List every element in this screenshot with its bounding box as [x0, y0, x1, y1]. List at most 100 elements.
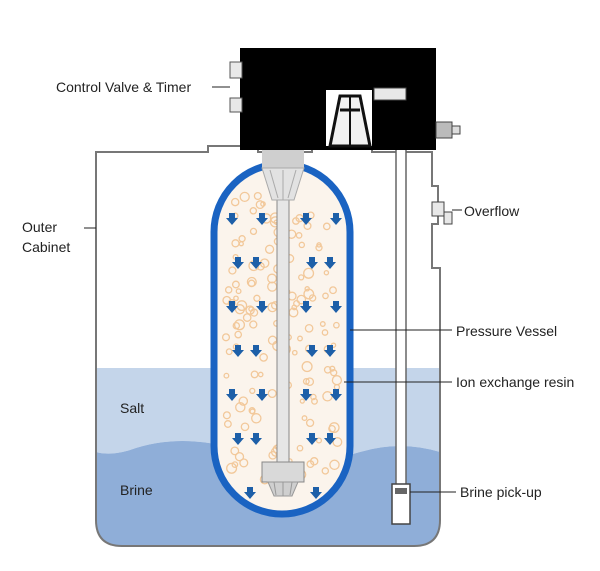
resin-bead-icon	[305, 418, 315, 428]
distributor-tube	[276, 191, 290, 465]
resin-bead-icon	[298, 274, 305, 281]
resin-bead-icon	[250, 370, 259, 379]
label-control-valve: Control Valve & Timer	[56, 79, 191, 95]
resin-bead-icon	[248, 306, 254, 312]
flow-arrow-icon	[232, 257, 244, 269]
resin-bead-icon	[233, 319, 246, 331]
valve-connector-upper	[229, 61, 243, 79]
resin-bead-icon	[302, 377, 310, 385]
flow-arrow-icon	[232, 433, 244, 445]
flow-arrow-icon	[250, 257, 262, 269]
flow-arrow-icon	[330, 213, 342, 225]
resin-bead-icon	[230, 197, 240, 207]
bottom-basket	[261, 461, 305, 483]
resin-bead-icon	[234, 330, 243, 339]
resin-bead-icon	[291, 349, 298, 356]
label-outer-cabinet-line2: Cabinet	[22, 239, 70, 255]
resin-bead-icon	[299, 398, 305, 404]
resin-bead-icon	[259, 353, 268, 362]
resin-bead-icon	[222, 411, 231, 420]
resin-bead-icon	[232, 321, 241, 330]
resin-bead-icon	[323, 269, 330, 276]
resin-bead-icon	[223, 420, 232, 428]
flow-arrows	[226, 207, 342, 499]
resin-bead-icon	[305, 377, 315, 387]
resin-bead-icon	[255, 200, 265, 210]
flow-arrow-icon	[226, 301, 238, 313]
flow-arrow-icon	[300, 301, 312, 313]
flow-arrow-icon	[232, 345, 244, 357]
flow-arrow-icon	[330, 389, 342, 401]
flow-arrow-icon	[256, 213, 268, 225]
resin-bead-icon	[245, 305, 255, 315]
resin-bead-icon	[292, 217, 300, 225]
resin-bead-icon	[297, 335, 303, 342]
resin-bead-icon	[228, 266, 237, 275]
resin-bead-icon	[322, 222, 331, 231]
resin-bead-icon	[239, 458, 249, 468]
label-ion-resin: Ion exchange resin	[456, 374, 574, 390]
resin-bead-icon	[295, 232, 303, 239]
resin-bead-icon	[231, 461, 239, 468]
flow-arrow-icon	[306, 433, 318, 445]
flow-arrow-icon	[324, 433, 336, 445]
flow-arrow-icon	[256, 301, 268, 313]
resin-bead-icon	[249, 207, 258, 215]
flow-arrow-icon	[324, 257, 336, 269]
resin-bead-icon	[303, 267, 315, 279]
resin-bead-icon	[329, 459, 340, 471]
resin-bead-icon	[253, 294, 261, 302]
label-salt: Salt	[120, 400, 144, 416]
flow-arrow-icon	[324, 345, 336, 357]
flow-arrow-icon	[310, 487, 322, 499]
resin-bead-icon	[328, 422, 340, 434]
resin-bead-icon	[233, 295, 239, 302]
resin-bead-icon	[311, 397, 318, 405]
top-distributor	[262, 148, 304, 170]
resin-bead-icon	[310, 393, 317, 401]
resin-bead-icon	[301, 361, 313, 373]
resin-bead-icon	[264, 244, 275, 254]
flow-arrow-icon	[250, 433, 262, 445]
label-pressure-vessel: Pressure Vessel	[456, 323, 557, 339]
resin-bead-icon	[238, 396, 249, 406]
flow-arrow-icon	[300, 213, 312, 225]
pressure-vessel	[210, 160, 354, 518]
resin-bead-icon	[329, 365, 336, 372]
resin-bead-icon	[240, 422, 250, 432]
label-brine: Brine	[120, 482, 153, 498]
resin-bead-icon	[330, 369, 338, 377]
flow-arrow-icon	[250, 345, 262, 357]
resin-bead-icon	[296, 444, 304, 452]
resin-bead-icon	[231, 280, 240, 289]
resin-bead-icon	[221, 333, 231, 342]
resin-bead-icon	[242, 313, 252, 322]
flow-arrow-icon	[300, 389, 312, 401]
resin-bead-icon	[321, 329, 329, 336]
resin-bead-icon	[308, 294, 317, 302]
resin-bead-icon	[306, 460, 315, 469]
control-valve-head	[229, 48, 461, 201]
resin-bead-icon	[224, 286, 233, 294]
valve-elbow	[373, 87, 407, 101]
resin-bead-icon	[315, 244, 323, 252]
resin-bead-icon	[226, 462, 238, 474]
resin-bead-icon	[268, 450, 278, 460]
resin-bead-icon	[296, 294, 307, 305]
resin-bead-icon	[235, 288, 242, 295]
resin-bead-icon	[333, 321, 340, 329]
resin-bead-icon	[329, 286, 337, 295]
resin-bead-icon	[247, 279, 256, 288]
resin-bead-icon	[321, 467, 330, 475]
resin-bead-icon	[301, 415, 308, 422]
resin-bead-icon	[249, 387, 256, 395]
resin-bead-icon	[315, 437, 323, 444]
label-brine-pickup: Brine pick-up	[460, 484, 542, 500]
resin-bead-icon	[249, 308, 259, 317]
resin-bead-icon	[323, 365, 332, 374]
resin-bead-icon	[267, 273, 277, 284]
resin-bead-icon	[319, 321, 326, 327]
flow-arrow-icon	[306, 257, 318, 269]
resin-bead-icon	[260, 201, 266, 207]
